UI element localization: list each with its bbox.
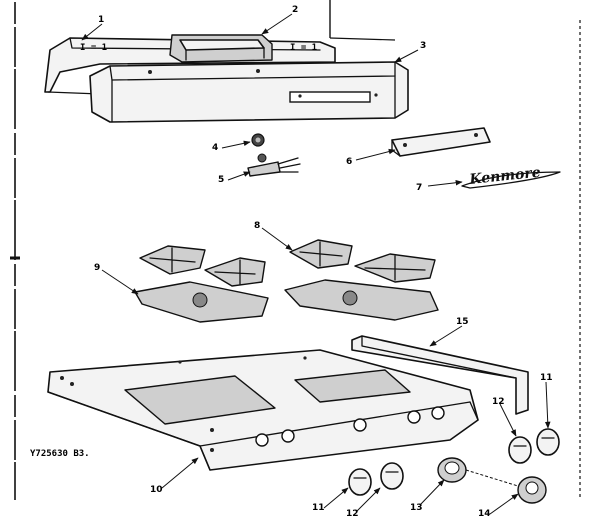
callout-8: 8 <box>254 221 260 231</box>
callout-1: 1 <box>98 15 104 25</box>
frame-lines <box>10 0 581 500</box>
part-6-bracket <box>391 127 491 157</box>
part-10-cooktop <box>47 349 479 471</box>
callout-arrows <box>81 13 551 515</box>
callout-2: 2 <box>292 5 298 15</box>
part-14-oven-knob <box>517 476 547 504</box>
svg-text:I = 1: I = 1 <box>80 43 107 53</box>
callout-5: 5 <box>218 175 224 185</box>
callout-9: 9 <box>94 263 100 273</box>
callout-12-right: 12 <box>492 397 505 407</box>
callout-13: 13 <box>410 503 423 513</box>
part-7-nameplate: Kenmore <box>461 165 561 189</box>
part-13-burner-knob <box>437 457 467 483</box>
callout-3: 3 <box>420 41 426 51</box>
callout-labels: 1 2 3 4 5 6 7 8 9 10 11 11 12 12 13 14 1… <box>94 5 553 519</box>
callout-7: 7 <box>416 183 422 193</box>
callout-11-right: 11 <box>540 373 553 383</box>
part-9-burner-bowls <box>134 279 439 323</box>
brand-nameplate: Kenmore <box>468 165 542 188</box>
callout-15: 15 <box>456 317 469 327</box>
part-3-backguard-front <box>89 61 409 123</box>
callout-6: 6 <box>346 157 352 167</box>
svg-text:I = 1: I = 1 <box>290 43 317 53</box>
part-11-12-knob-pair-front <box>348 462 404 496</box>
figure-code: Y725630 B3. <box>30 449 90 459</box>
callout-14: 14 <box>478 509 491 519</box>
callout-10: 10 <box>150 485 163 495</box>
part-5-pilot-assembly <box>247 153 301 177</box>
callout-12-front: 12 <box>346 509 359 519</box>
part-4-grommet <box>251 133 265 147</box>
callout-11-front: 11 <box>312 503 325 513</box>
callout-4: 4 <box>212 143 218 153</box>
part-11-12-knob-pair-right <box>508 428 560 464</box>
part-2-timer-housing <box>169 34 273 63</box>
part-15-side-rail <box>351 335 529 415</box>
part-8-burner-grates <box>139 239 436 287</box>
